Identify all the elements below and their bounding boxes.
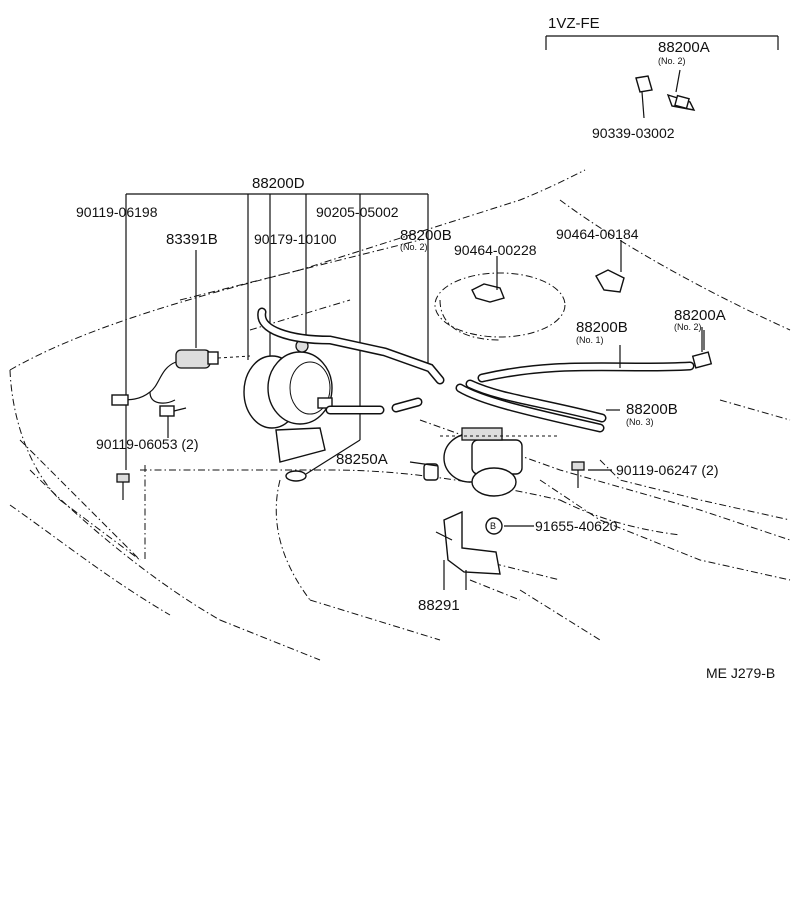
bracket-88200d — [125, 193, 429, 470]
label-88200b-no3: 88200B — [626, 401, 678, 418]
label-90119-06247: 90119-06247 (2) — [616, 462, 718, 478]
label-88200b-no3-sub: (No. 3) — [626, 417, 654, 427]
regulator-88250a-part — [423, 427, 560, 497]
label-91655: 91655-40620 — [535, 518, 618, 534]
label-88200b-no2: 88200B — [400, 227, 452, 244]
leader-gasket — [305, 439, 361, 475]
variant-bracket — [545, 35, 779, 50]
leader-lines — [409, 240, 703, 527]
label-88200a-right: 88200A — [674, 307, 726, 324]
clamp-90464-00228-part — [471, 283, 505, 303]
bolt-90119-06053-part — [159, 405, 187, 438]
label-90339: 90339-03002 — [592, 125, 675, 141]
label-90464-00228: 90464-00228 — [454, 242, 537, 258]
label-88200a-top: 88200A — [658, 39, 710, 56]
label-90179: 90179-10100 — [254, 231, 337, 247]
bracket-88291-part — [435, 510, 501, 590]
label-88200b-no2-sub: (No. 2) — [400, 242, 428, 252]
bolt-90119-06247-part — [571, 461, 585, 488]
label-90464-00184: 90464-00184 — [556, 226, 639, 242]
plug-b-marker — [485, 517, 503, 535]
label-88200a-right-sub: (No. 2) — [674, 322, 702, 332]
hose-88200b-no2-part — [257, 307, 445, 415]
vacuum-switch-part — [111, 349, 251, 406]
filler-neck-outline — [434, 272, 566, 341]
hose-88200b-no1-part — [477, 361, 695, 383]
reference-code: ME J279-B — [706, 665, 775, 681]
gasket-90205-part — [285, 470, 307, 482]
plug-b-letter: B — [490, 521, 496, 531]
variant-label: 1VZ-FE — [548, 15, 600, 32]
clamp-90464-00184-part — [595, 269, 625, 293]
label-88200b-no1-sub: (No. 1) — [576, 335, 604, 345]
bolt-90119-06198-part — [116, 473, 130, 500]
label-83391b: 83391B — [166, 231, 218, 248]
label-88291: 88291 — [418, 597, 460, 614]
vsv-88200a-top-part — [666, 69, 696, 111]
vsv-88200a-right-part — [691, 330, 713, 369]
label-88200b-no1: 88200B — [576, 319, 628, 336]
label-90119-06053: 90119-06053 (2) — [96, 436, 198, 452]
cap-90339-part — [635, 75, 653, 119]
label-88200a-top-sub: (No. 2) — [658, 56, 686, 66]
label-90205: 90205-05002 — [316, 204, 399, 220]
canister-88200d-part — [243, 339, 333, 463]
label-88200d: 88200D — [252, 175, 305, 192]
hose-88200b-no3-part — [455, 379, 607, 433]
label-88250a: 88250A — [336, 451, 388, 468]
label-90119-06198: 90119-06198 — [76, 204, 158, 220]
